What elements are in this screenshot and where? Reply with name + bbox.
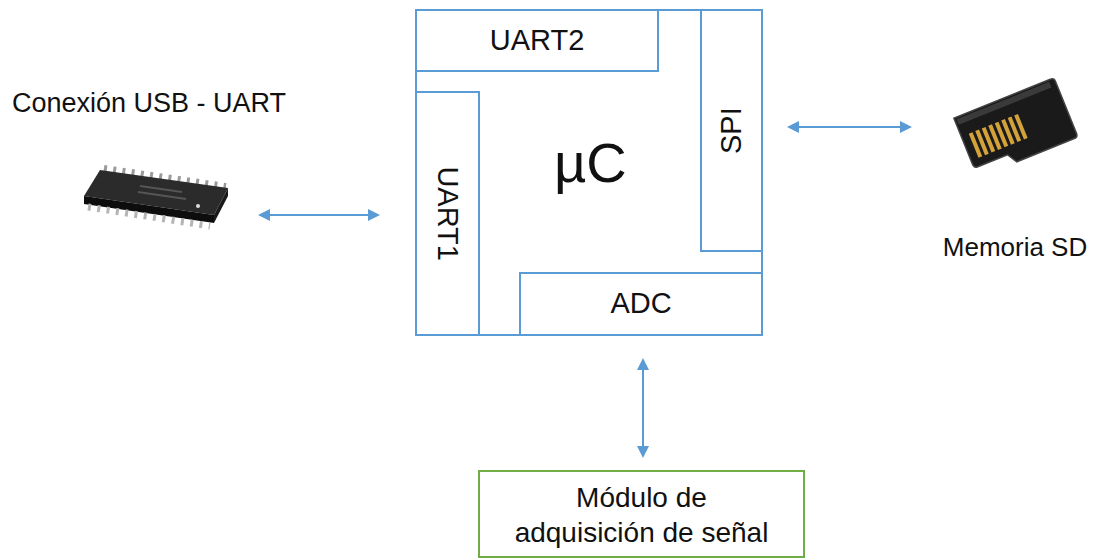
node-label: Módulo de adquisición de señal — [511, 480, 773, 550]
sd-card-edge — [956, 82, 1051, 125]
node-label: Conexión USB - UART — [12, 88, 286, 119]
node-label: Memoria SD — [943, 233, 1087, 263]
sd-card-contacts — [969, 114, 1028, 158]
bidirectional-arrow — [787, 121, 912, 133]
spi-block: SPI — [700, 9, 763, 252]
uart1-block: UART1 — [415, 91, 480, 336]
acquisition-module-box: Módulo de adquisición de señal — [478, 470, 805, 558]
bidirectional-arrow — [258, 209, 380, 221]
arrowhead — [637, 446, 649, 458]
usb-uart-module: Conexión USB - UART — [78, 160, 243, 245]
chip-marking — [138, 192, 186, 199]
arrowhead — [787, 121, 799, 133]
uart2-block: UART2 — [415, 9, 659, 72]
usb-uart-chip — [84, 168, 228, 226]
bidirectional-arrow — [637, 358, 649, 458]
arrow-shaft — [268, 214, 370, 216]
arrow-shaft — [797, 126, 902, 128]
sd-memory: Memoria SD — [940, 75, 1090, 180]
arrowhead — [258, 209, 270, 221]
node-label: µC — [554, 131, 627, 195]
chip-marking — [140, 186, 182, 192]
sd-card-body — [954, 78, 1078, 178]
node-label: ADC — [610, 287, 671, 320]
arrowhead — [637, 358, 649, 370]
node-label: SPI — [715, 107, 748, 154]
microcontroller-box: µC UART2UART1 SPI ADC — [415, 9, 763, 336]
arrowhead — [900, 121, 912, 133]
chip-front-face — [84, 196, 214, 223]
node-label: UART2 — [490, 24, 585, 57]
arrow-shaft — [642, 368, 644, 448]
chip-pin1-dot — [196, 204, 200, 208]
adc-block: ADC — [519, 272, 763, 336]
chip-side-face — [214, 188, 228, 223]
sd-contact — [1014, 114, 1027, 140]
sd-card — [954, 78, 1078, 178]
chip-front-pins — [88, 207, 210, 226]
node-label: UART1 — [431, 166, 464, 261]
arrowhead — [368, 209, 380, 221]
